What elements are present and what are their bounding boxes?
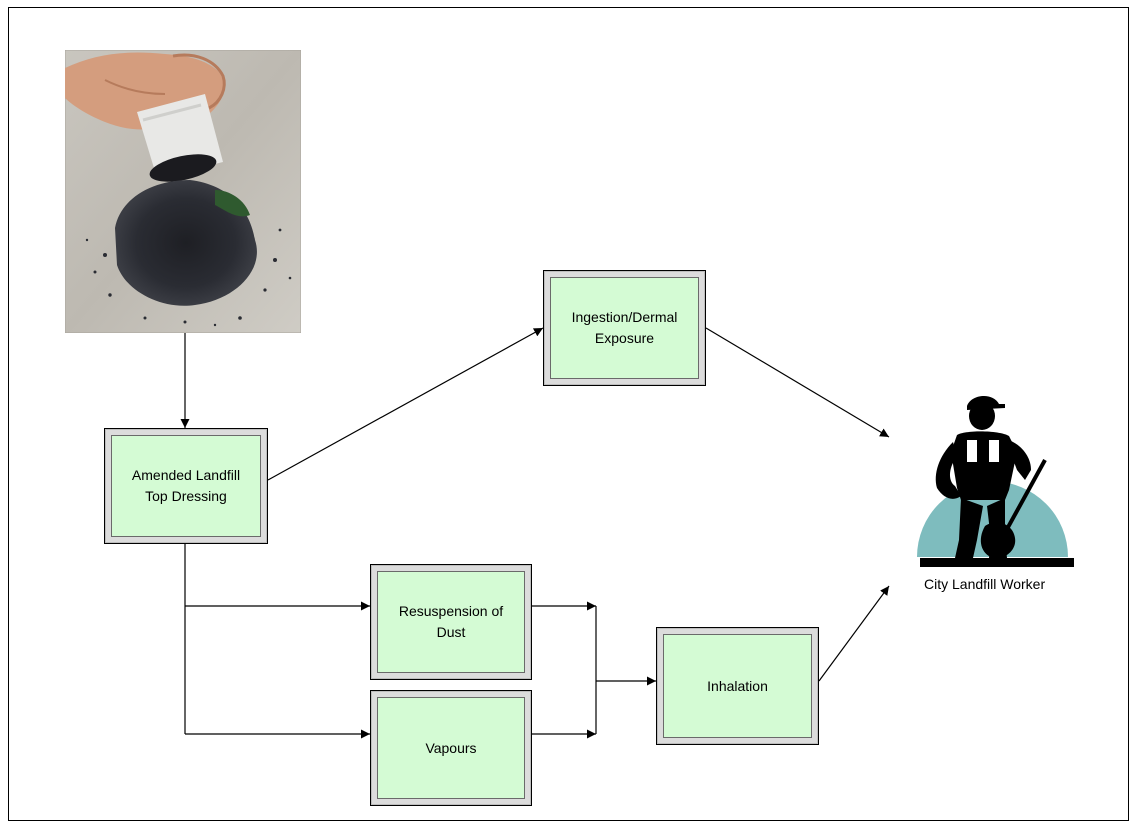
inhalation-box: Inhalation: [656, 627, 819, 745]
arrow-ingestion-to-worker: [705, 327, 890, 438]
worker-label: City Landfill Worker: [924, 576, 1046, 592]
top-dressing-label: Amended Landfill Top Dressing: [131, 467, 241, 504]
vapours-label: Vapours: [425, 739, 477, 756]
inhalation-label: Inhalation: [707, 677, 768, 694]
resuspension-label: Resuspension of Dust: [398, 603, 504, 640]
vapours-box: Vapours: [370, 690, 532, 806]
soil-granules-pour-photo: [65, 50, 301, 333]
worker-with-shovel-icon: [917, 395, 1074, 567]
ingestion-dermal-box: Ingestion/Dermal Exposure: [543, 270, 706, 386]
ingestion-dermal-label: Ingestion/Dermal Exposure: [571, 309, 678, 346]
top-dressing-box: Amended Landfill Top Dressing: [104, 428, 268, 544]
arrow-top-dressing-to-ingestion: [267, 327, 544, 481]
arrow-inhalation-to-worker: [818, 585, 890, 682]
resuspension-box: Resuspension of Dust: [370, 564, 532, 680]
